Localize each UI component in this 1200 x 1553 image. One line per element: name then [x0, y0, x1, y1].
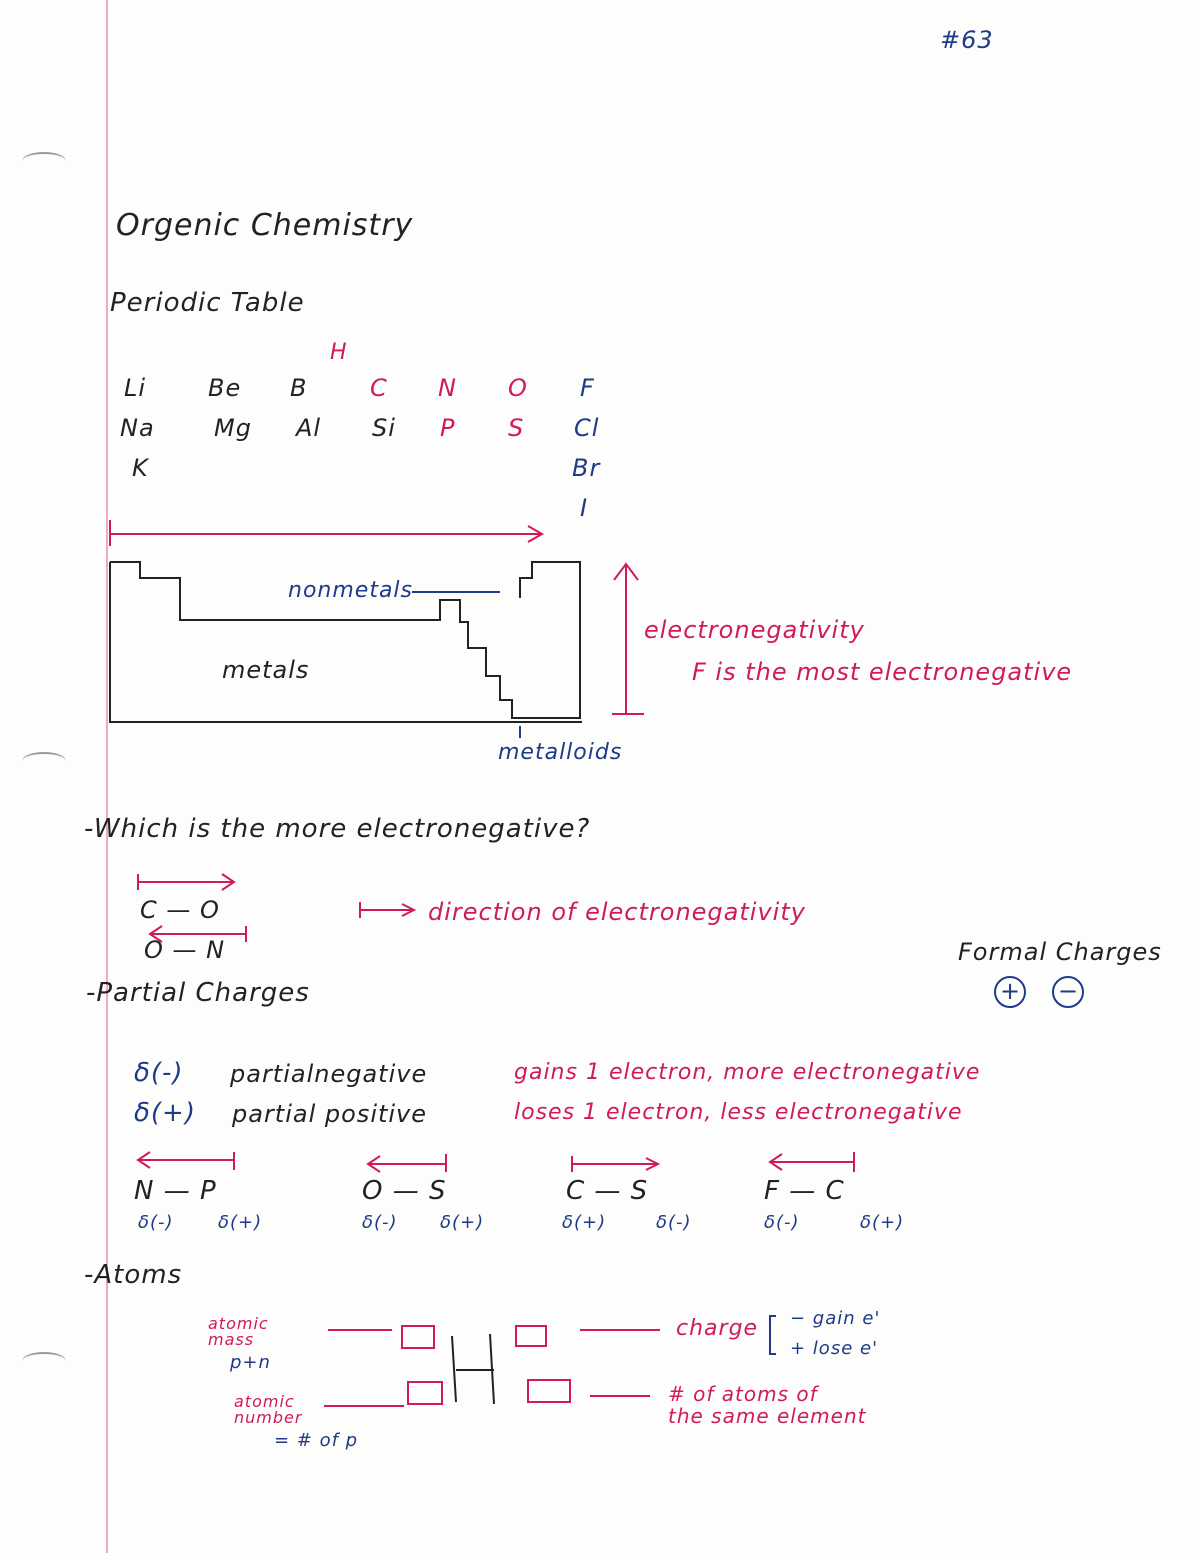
count-label-2: the same element: [668, 1404, 867, 1428]
charge-left: δ(-): [138, 1212, 174, 1233]
element: Br: [572, 454, 601, 482]
element: Li: [124, 374, 147, 402]
f-note: F is the most electronegative: [692, 658, 1073, 686]
metalloids-label: metalloids: [498, 740, 623, 765]
charge-left: δ(+): [562, 1212, 607, 1233]
count-label-1: # of atoms of: [668, 1382, 818, 1406]
bond: O — S: [362, 1176, 447, 1206]
element: F: [580, 374, 595, 402]
electronegativity-label: electronegativity: [644, 616, 865, 644]
question-text: -Which is the more electronegative?: [84, 814, 591, 844]
periodic-heading: Periodic Table: [110, 288, 305, 318]
punch-hole: [22, 1352, 66, 1370]
element-box-h: [451, 1333, 495, 1405]
charge-right: δ(-): [656, 1212, 692, 1233]
gains-note: gains 1 electron, more electronegative: [514, 1060, 981, 1085]
formal-charges-label: Formal Charges: [958, 938, 1162, 966]
bond: N — P: [134, 1176, 217, 1206]
element: Al: [296, 414, 322, 442]
mass-formula: p+n: [230, 1352, 271, 1373]
element: O: [508, 374, 528, 402]
partial-heading: -Partial Charges: [86, 978, 310, 1008]
element: I: [580, 494, 589, 522]
minus-circle-icon: −: [1052, 976, 1084, 1008]
punch-hole: [22, 152, 66, 170]
charge-label: charge: [676, 1316, 759, 1341]
direction-legend: direction of electronegativity: [428, 898, 806, 926]
element: N: [438, 374, 457, 402]
charge-left: δ(-): [362, 1212, 398, 1233]
plus-circle-icon: +: [994, 976, 1026, 1008]
element: B: [290, 374, 308, 402]
loses-note: loses 1 electron, less electronegative: [514, 1100, 963, 1125]
element: S: [508, 414, 525, 442]
metals-label: metals: [222, 656, 310, 684]
charge-right: δ(+): [860, 1212, 905, 1233]
periodic-outline: [109, 561, 582, 723]
element: Be: [208, 374, 242, 402]
element: K: [132, 454, 149, 482]
atomic-number-label: atomic number: [234, 1392, 303, 1427]
bond-o-n: O — N: [144, 936, 226, 964]
charge-left: δ(-): [764, 1212, 800, 1233]
arrow-right-icon: [109, 520, 545, 546]
element: Si: [372, 414, 396, 442]
delta-pos-symbol: δ(+): [134, 1098, 196, 1128]
margin-line: [106, 0, 108, 1553]
arrow-up-icon: [612, 562, 644, 715]
element: C: [370, 374, 388, 402]
element: Na: [120, 414, 155, 442]
bond: F — C: [764, 1176, 845, 1206]
atomic-mass-label: atomic mass: [208, 1314, 269, 1349]
element: P: [440, 414, 456, 442]
charge-gain: − gain e': [790, 1308, 881, 1329]
atoms-heading: -Atoms: [84, 1260, 183, 1290]
bond: C — S: [566, 1176, 649, 1206]
page-title: Orgenic Chemistry: [116, 208, 414, 243]
element: Mg: [214, 414, 252, 442]
nonmetals-label: nonmetals: [288, 578, 413, 603]
charge-lose: + lose e': [790, 1338, 879, 1359]
delta-neg-symbol: δ(-): [134, 1058, 184, 1088]
charge-right: δ(+): [440, 1212, 485, 1233]
element-h: H: [330, 340, 348, 365]
charge-right: δ(+): [218, 1212, 263, 1233]
element: Cl: [574, 414, 600, 442]
number-formula: = # of p: [274, 1430, 359, 1451]
bond-c-o: C — O: [140, 896, 220, 924]
partial-positive-label: partial positive: [232, 1100, 428, 1128]
partial-negative-label: partialnegative: [230, 1060, 428, 1088]
page-number: #63: [940, 26, 994, 54]
punch-hole: [22, 752, 66, 770]
